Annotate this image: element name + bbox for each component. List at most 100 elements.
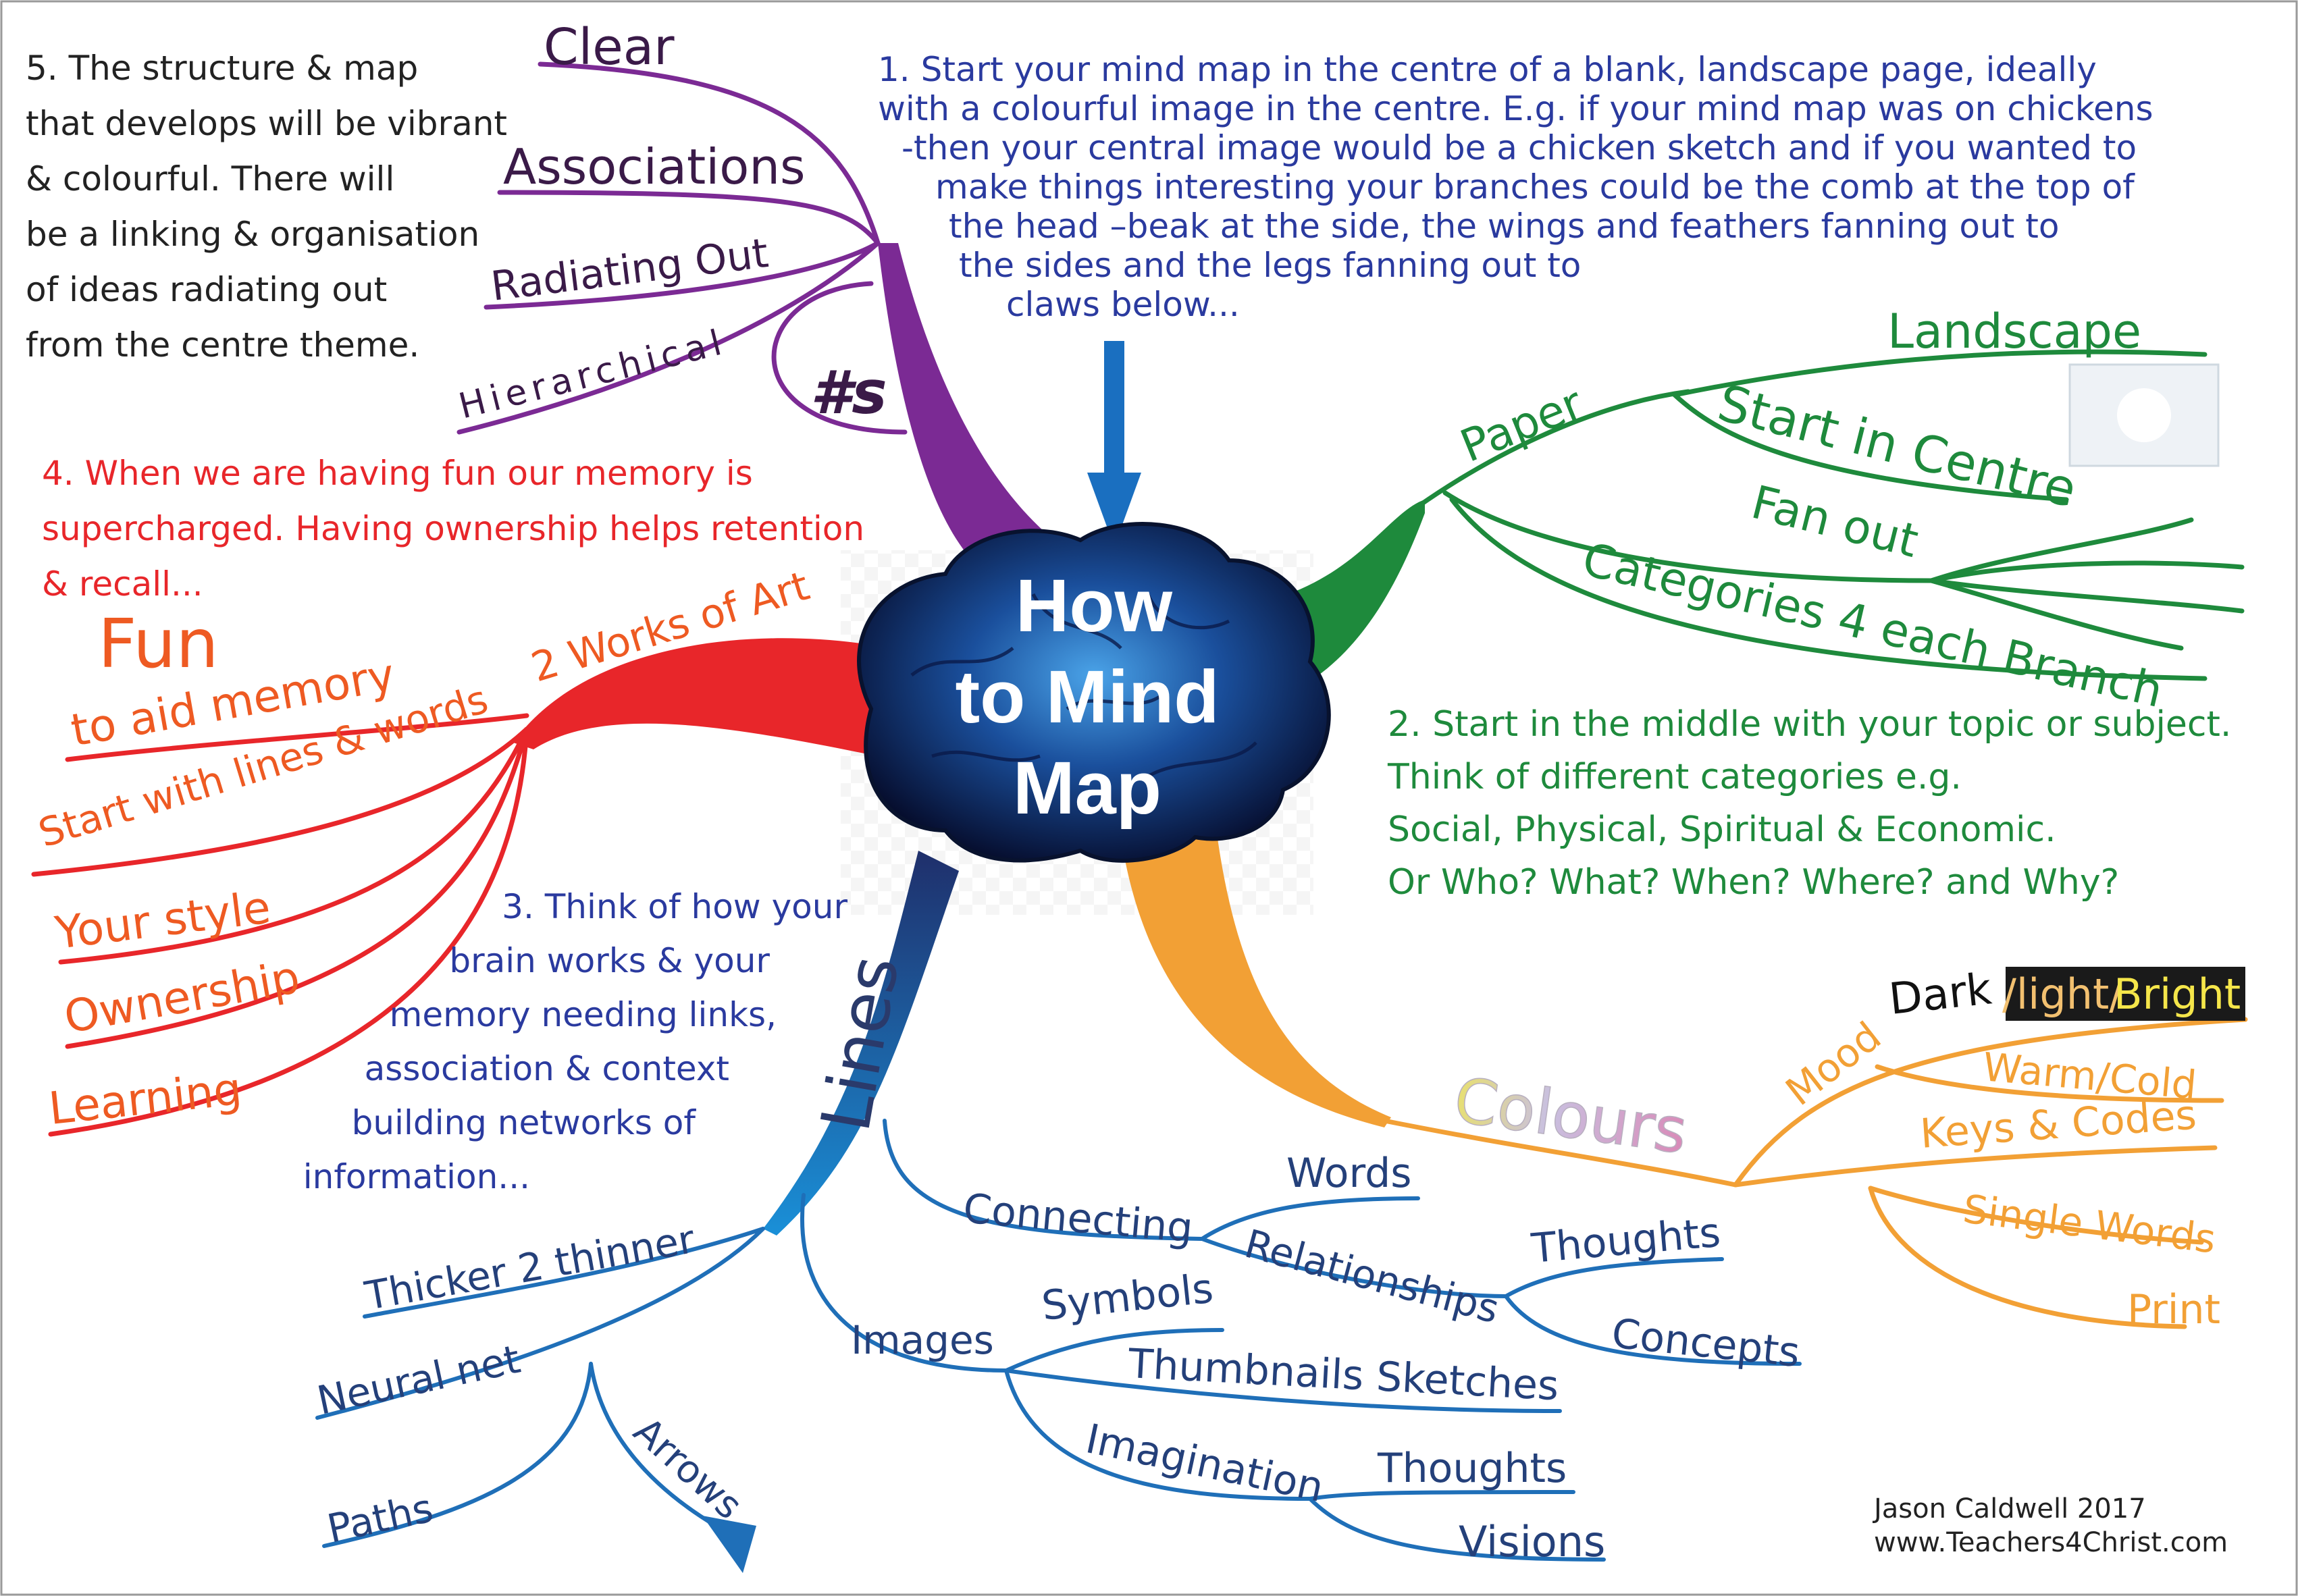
note-3-line: building networks of [352, 1103, 697, 1142]
credit-site: www.Teachers4Christ.com [1874, 1527, 2228, 1558]
label-dark: Dark [1887, 964, 1994, 1024]
red-trunk [513, 638, 891, 756]
note-1-line: -then your central image would be a chic… [902, 128, 2137, 167]
green-fan-2 [1929, 560, 2245, 583]
orange-line-colours [1382, 1118, 1738, 1188]
label-thumbnails: Thumbnails Sketches [1126, 1340, 1560, 1410]
red-line-fun [65, 713, 529, 762]
blue-line-thumbnails [1004, 1368, 1562, 1413]
orange-trunk [1121, 824, 1391, 1127]
purple-line-hierarchical [456, 240, 881, 435]
blue-line-neural [315, 1227, 765, 1420]
blue-branch [315, 851, 1802, 1562]
label-fan-out: Fan out [1746, 476, 1923, 568]
orange-line-warm [1875, 1064, 2224, 1103]
label-neural-net: Neural net [313, 1336, 524, 1424]
note-2-line: Think of different categories e.g. [1387, 757, 1962, 797]
label-images: Images [851, 1317, 994, 1363]
note-5-line: of ideas radiating out [26, 270, 387, 309]
purple-line-numbers [771, 281, 908, 435]
label-concepts: Concepts [1609, 1310, 1802, 1377]
note-5-line: be a linking & organisation [26, 215, 479, 254]
note-2-line: Social, Physical, Spiritual & Economic. [1388, 809, 2056, 850]
orange-branch [1121, 824, 2248, 1329]
label-landscape: Landscape [1887, 304, 2141, 359]
label-paper: Paper [1453, 377, 1590, 473]
note-3: 3. Think of how your brain works & your … [303, 887, 848, 1196]
green-line-paper [1415, 389, 1691, 509]
green-line-fan [1442, 490, 1934, 583]
note-5-line: & colourful. There will [26, 159, 394, 198]
blue-line-relationships [1200, 1237, 1508, 1298]
label-thoughts-2: Thoughts [1377, 1445, 1567, 1492]
credit-author: Jason Caldwell 2017 [1872, 1493, 2146, 1524]
note-1: 1. Start your mind map in the centre of … [878, 50, 2153, 324]
label-learning: Learning [47, 1063, 244, 1135]
purple-trunk [878, 243, 1094, 581]
note-2-line: Or Who? What? When? Where? and Why? [1388, 862, 2119, 903]
brain-image [857, 522, 1331, 863]
label-imagination: Imagination [1082, 1415, 1328, 1512]
note-1-line: 1. Start your mind map in the centre of … [878, 50, 2097, 89]
blue-line-paths [322, 1362, 593, 1548]
red-line-start [31, 726, 529, 877]
label-symbols: Symbols [1039, 1265, 1216, 1330]
blue-line-words [1200, 1196, 1420, 1241]
purple-line-associations [497, 190, 881, 246]
note-1-line: claws below... [1006, 285, 1240, 324]
orange-line-keys [1733, 1145, 2218, 1188]
blue-line-thoughts2 [1308, 1490, 1575, 1501]
note-3-line: association & context [365, 1049, 729, 1088]
blue-line-arrows [589, 1362, 718, 1528]
note-4-line: & recall... [42, 564, 203, 604]
green-fan-3 [1929, 578, 2245, 614]
note-1-line: with a colourful image in the centre. E.… [878, 89, 2153, 128]
blue-trunk [763, 851, 959, 1235]
title-line-2: to Mind [956, 656, 1220, 739]
label-bright: Bright [2114, 969, 2241, 1019]
note-2: 2. Start in the middle with your topic o… [1387, 704, 2231, 903]
note-5-line: from the centre theme. [26, 325, 419, 365]
label-single-words: Single Words [1960, 1186, 2218, 1262]
orange-line-single [1868, 1186, 2204, 1245]
blue-line-concepts [1504, 1294, 1802, 1366]
label-light: /light/ [2002, 969, 2123, 1019]
note-4-line: supercharged. Having ownership helps ret… [42, 509, 864, 548]
purple-line-radiating [484, 240, 881, 310]
green-line-start [1672, 392, 2069, 502]
label-print: Print [2127, 1286, 2220, 1333]
blue-line-thicker [363, 1227, 765, 1319]
note-3-line: 3. Think of how your [502, 887, 847, 926]
blue-arrowhead [702, 1516, 756, 1573]
red-line-learning [48, 726, 529, 1137]
note-1-line: make things interesting your branches co… [935, 167, 2135, 207]
label-ownership: Ownership [60, 951, 303, 1044]
note-4: 4. When we are having fun our memory is … [42, 454, 864, 604]
green-fan-4 [1929, 578, 2184, 651]
purple-line-clear [538, 61, 881, 246]
label-hierarchical: Hierarchical [455, 321, 731, 427]
label-words: Words [1286, 1150, 1411, 1197]
title-line-3: Map [1013, 747, 1161, 830]
label-relationships: Relationships [1240, 1221, 1504, 1333]
green-line-categories [1449, 497, 2208, 681]
note-1-line: the head –beak at the side, the wings an… [949, 207, 2059, 246]
label-connecting: Connecting [962, 1185, 1195, 1252]
note-4-line: 4. When we are having fun our memory is [42, 454, 753, 493]
title-line-1: How [1016, 564, 1173, 647]
purple-branch [456, 61, 1094, 581]
blue-line-symbols [1004, 1328, 1224, 1373]
label-associations: Associations [503, 138, 805, 195]
green-fan-1 [1929, 517, 2194, 583]
landscape-thumbnail-glow [2117, 388, 2171, 442]
label-fun: Fun [98, 604, 219, 683]
light-bright-box [2006, 967, 2245, 1021]
note-5-line: that develops will be vibrant [26, 104, 507, 143]
red-branch [31, 638, 891, 1137]
note-1-line: the sides and the legs fanning out to [959, 246, 1581, 285]
blue-line-connecting [883, 1119, 1204, 1241]
note-5: 5. The structure & map that develops wil… [26, 49, 507, 365]
blue-line-visions [1308, 1497, 1606, 1562]
note-3-line: memory needing links, [390, 995, 777, 1034]
